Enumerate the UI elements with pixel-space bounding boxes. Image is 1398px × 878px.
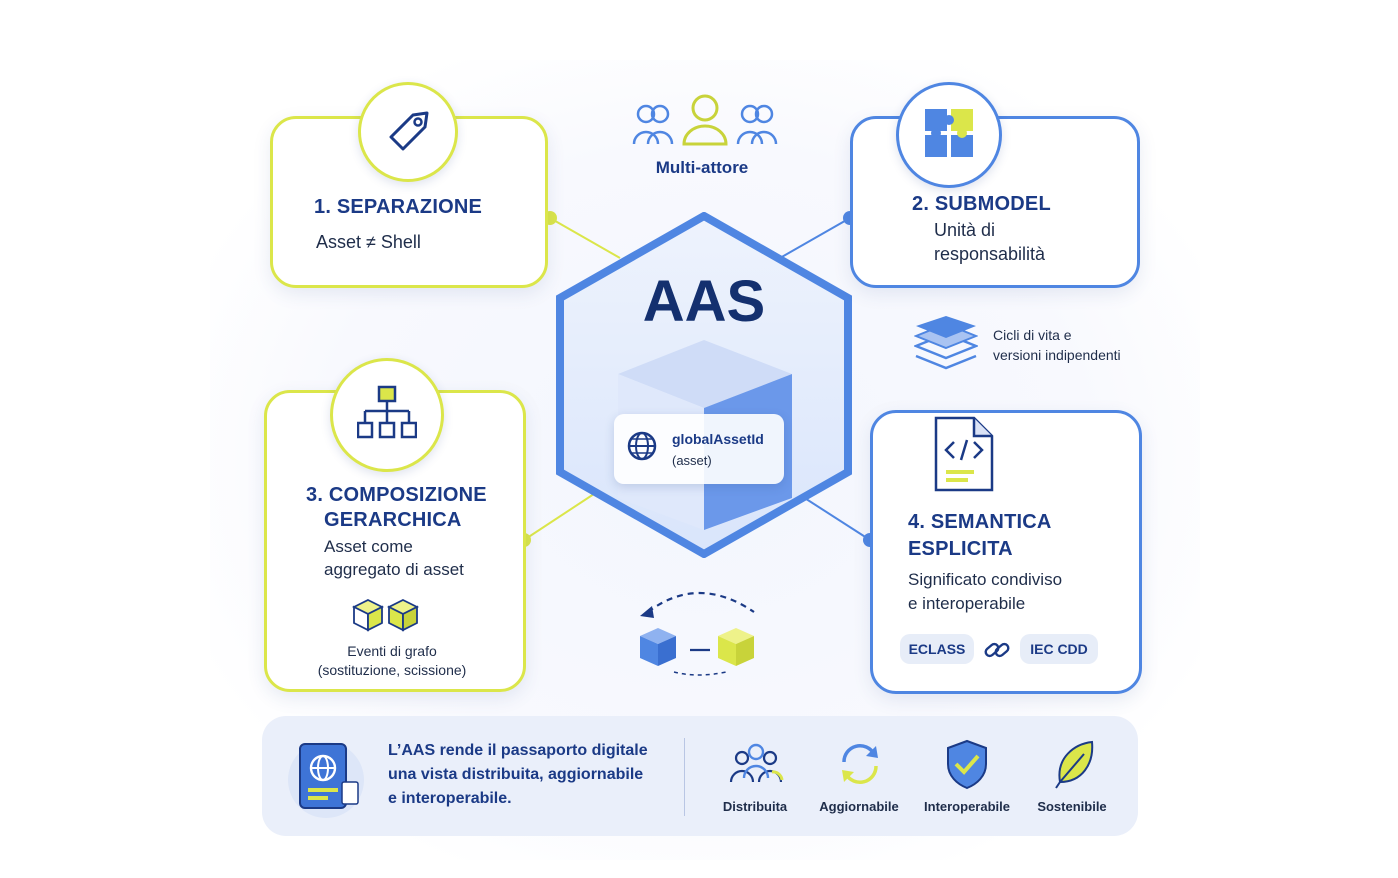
card1-text: Asset ≠ Shell	[316, 232, 421, 252]
code-document-icon	[934, 416, 994, 492]
tag-iec-cdd: IEC CDD	[1020, 634, 1098, 664]
layers-icon	[914, 316, 978, 370]
multi-actor-icon	[632, 94, 778, 146]
footer-line2: una vista distribuita, aggiornabile	[388, 766, 644, 783]
global-asset-id-label: globalAssetId	[672, 431, 764, 447]
card3-title1: 3. COMPOSIZIONE	[306, 484, 487, 506]
lifecycle-line2: versioni indipendenti	[993, 347, 1121, 363]
global-asset-id-box: globalAssetId (asset)	[614, 414, 784, 484]
card1-icon-circle	[358, 82, 458, 182]
footer-divider	[684, 738, 685, 816]
footer-line3: e interoperabile.	[388, 790, 512, 807]
shield-check-icon	[947, 739, 987, 790]
card4-title1: 4. SEMANTICA	[908, 511, 1052, 533]
footer-item-aggiornabile: Aggiornabile	[819, 799, 899, 814]
cubes-icon	[351, 598, 420, 632]
footer-panel	[262, 716, 1138, 836]
footer-item-distribuita: Distribuita	[722, 799, 788, 814]
card4-line2: e interoperabile	[908, 594, 1026, 613]
refresh-icon	[842, 744, 878, 784]
hierarchy-icon	[357, 385, 417, 439]
footer-line1: L’AAS rende il passaporto digitale	[388, 742, 648, 759]
card1-title: 1. SEPARAZIONE	[314, 196, 483, 218]
link-icon	[984, 642, 1010, 658]
card4-title2: ESPLICITA	[908, 538, 1013, 560]
swap-cubes-icon	[640, 591, 755, 676]
card3-line2: aggregato di asset	[324, 560, 464, 579]
center-title: AAS	[642, 269, 766, 334]
card2-line1: Unità di	[934, 220, 996, 240]
puzzle-icon	[925, 109, 973, 157]
footer-item-sostenibile: Sostenibile	[1037, 799, 1107, 814]
footer-item-interoperabile: Interoperabile	[924, 799, 1010, 814]
card3-icon-circle	[330, 358, 444, 472]
people-network-icon	[729, 743, 784, 783]
card3-events2: (sostituzione, scissione)	[317, 662, 467, 678]
global-asset-id-sub: (asset)	[672, 453, 712, 468]
tag-eclass: ECLASS	[900, 634, 974, 664]
lifecycle-line1: Cicli di vita e	[993, 327, 1072, 343]
aas-hexagon	[556, 212, 852, 558]
card2-title: 2. SUBMODEL	[912, 193, 1051, 215]
card4-line1: Significato condiviso	[908, 570, 1063, 589]
card3-events1: Eventi di grafo	[347, 643, 437, 659]
multi-actor-label: Multi-attore	[655, 158, 749, 177]
tag-icon	[389, 111, 429, 151]
globe-icon	[627, 431, 657, 461]
leaf-icon	[1055, 740, 1094, 789]
passport-icon	[288, 742, 364, 818]
card2-line2: responsabilità	[934, 244, 1046, 264]
card3-line1: Asset come	[324, 537, 413, 556]
card2-icon-circle	[896, 82, 1002, 188]
card3-title2: GERARCHICA	[324, 509, 462, 531]
